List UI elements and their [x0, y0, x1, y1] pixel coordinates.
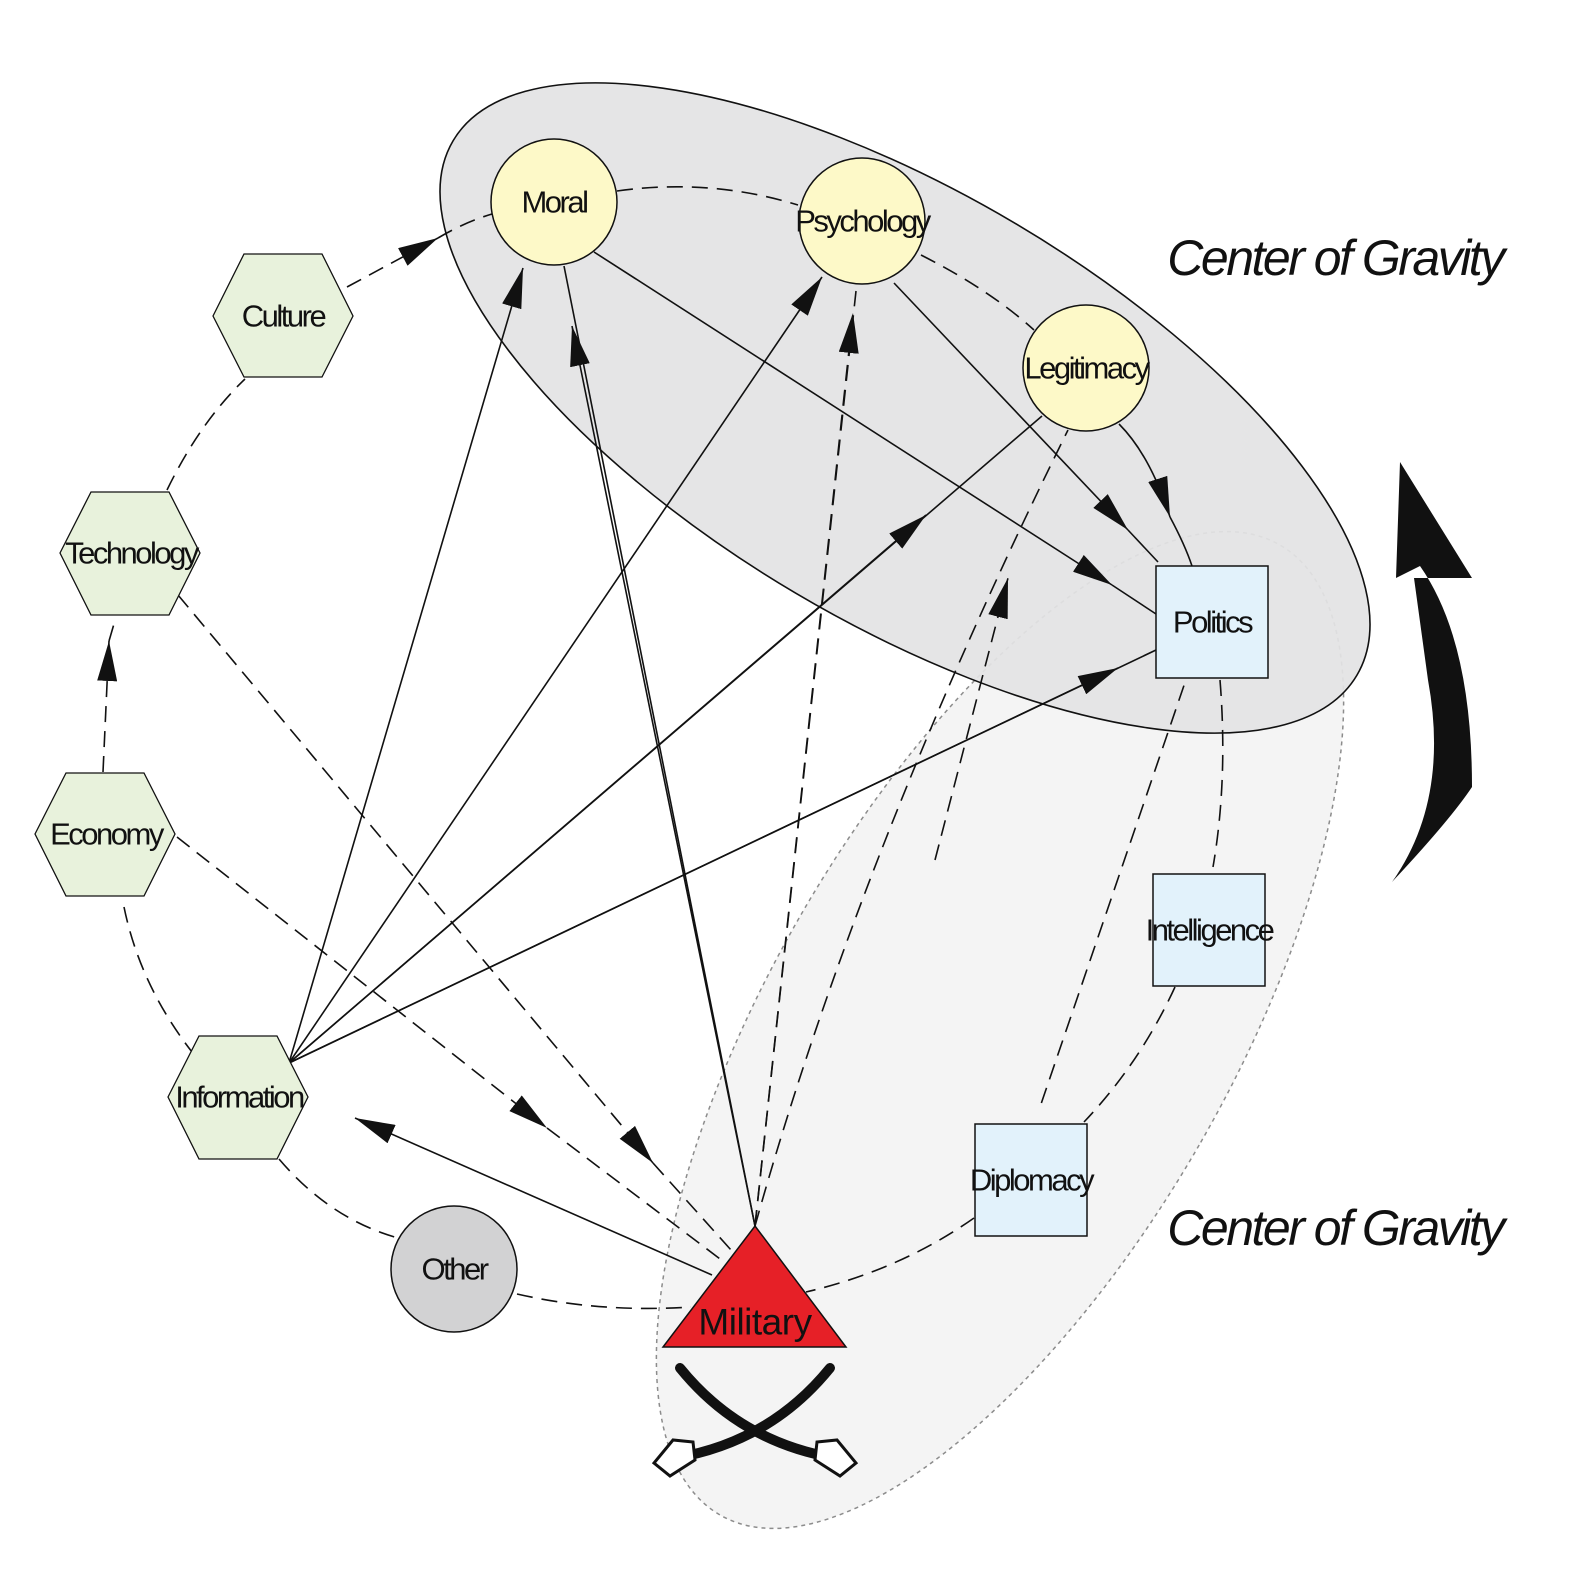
edge-military-psychology-arrow	[754, 312, 859, 1227]
node-diplomacy-label: Diplomacy	[970, 1163, 1095, 1198]
edge-politics-diplomacy	[1039, 661, 1193, 1108]
edge-moral-politics-link	[1111, 584, 1157, 615]
node-intelligence[interactable]: Intelligence	[1146, 873, 1276, 987]
node-military[interactable]: Military	[661, 1224, 848, 1348]
edge-other-military	[516, 1293, 692, 1310]
cog-label-bottom: Center of Gravity	[1167, 1200, 1508, 1256]
node-culture[interactable]: Culture	[212, 253, 354, 378]
node-politics[interactable]: Politics	[1155, 565, 1269, 679]
crossed-sabers-icon	[651, 1363, 859, 1478]
edge-legitimacy-politics	[1118, 423, 1171, 518]
edge-psychology-politics	[893, 282, 1129, 531]
dashed-arrow-connections	[176, 290, 1069, 1269]
node-other-label: Other	[421, 1252, 488, 1287]
edge-information-other	[278, 1158, 399, 1239]
edge-culture-moral	[346, 237, 439, 288]
edge-moral-politics	[593, 251, 1113, 586]
node-legitimacy[interactable]: Legitimacy	[1022, 304, 1153, 432]
node-psychology[interactable]: Psychology	[795, 157, 934, 285]
node-technology[interactable]: Technology	[59, 491, 202, 616]
node-intelligence-label: Intelligence	[1146, 913, 1274, 948]
edge-information-moral	[288, 267, 524, 1064]
edge-technology-link	[108, 616, 117, 642]
edge-technology-culture	[166, 378, 246, 491]
node-information[interactable]: Information	[167, 1035, 309, 1160]
node-moral[interactable]: Moral	[490, 138, 618, 266]
node-moral-label: Moral	[521, 185, 587, 220]
edge-moral-link	[437, 213, 493, 239]
node-economy-label: Economy	[50, 817, 165, 852]
node-technology-label: Technology	[65, 536, 200, 571]
edge-psychology-politics-link	[1127, 529, 1159, 563]
node-information-label: Information	[175, 1080, 304, 1115]
edge-military-information	[354, 1117, 713, 1276]
node-economy[interactable]: Economy	[34, 772, 176, 897]
cog-region-secondary	[655, 530, 1345, 1530]
node-diplomacy[interactable]: Diplomacy	[970, 1123, 1098, 1237]
edge-military-legitimacy	[754, 429, 1069, 1227]
edge-economy-technology	[97, 640, 118, 773]
edge-legitimacy-politics-link	[1169, 516, 1193, 567]
node-other[interactable]: Other	[390, 1205, 518, 1333]
edge-diplomacy-military	[805, 1217, 975, 1293]
edge-information-politics-arrow	[288, 667, 1119, 1064]
edge-information-legitimacy-arrow	[288, 514, 927, 1064]
edge-economy-military	[176, 836, 548, 1129]
edge-moral-psychology	[616, 186, 799, 206]
curved-arrow-icon	[1392, 462, 1472, 882]
edge-information-psychology	[288, 276, 823, 1064]
node-politics-label: Politics	[1173, 605, 1253, 640]
edge-economy-military-link	[546, 1127, 733, 1269]
solid-connections	[288, 251, 1193, 1276]
node-legitimacy-label: Legitimacy	[1024, 351, 1150, 386]
cog-region-primary	[439, 82, 1371, 734]
edge-economy-information	[123, 906, 193, 1053]
dashed-connections	[97, 186, 1224, 1310]
edge-military-moral-arrow	[570, 325, 756, 1227]
node-psychology-label: Psychology	[795, 204, 932, 239]
node-military-label: Military	[698, 1302, 812, 1343]
node-culture-label: Culture	[242, 299, 326, 334]
cog-label-top: Center of Gravity	[1167, 230, 1508, 286]
edge-intelligence-diplomacy	[1083, 986, 1176, 1123]
edge-technology-military-link	[652, 1162, 741, 1261]
